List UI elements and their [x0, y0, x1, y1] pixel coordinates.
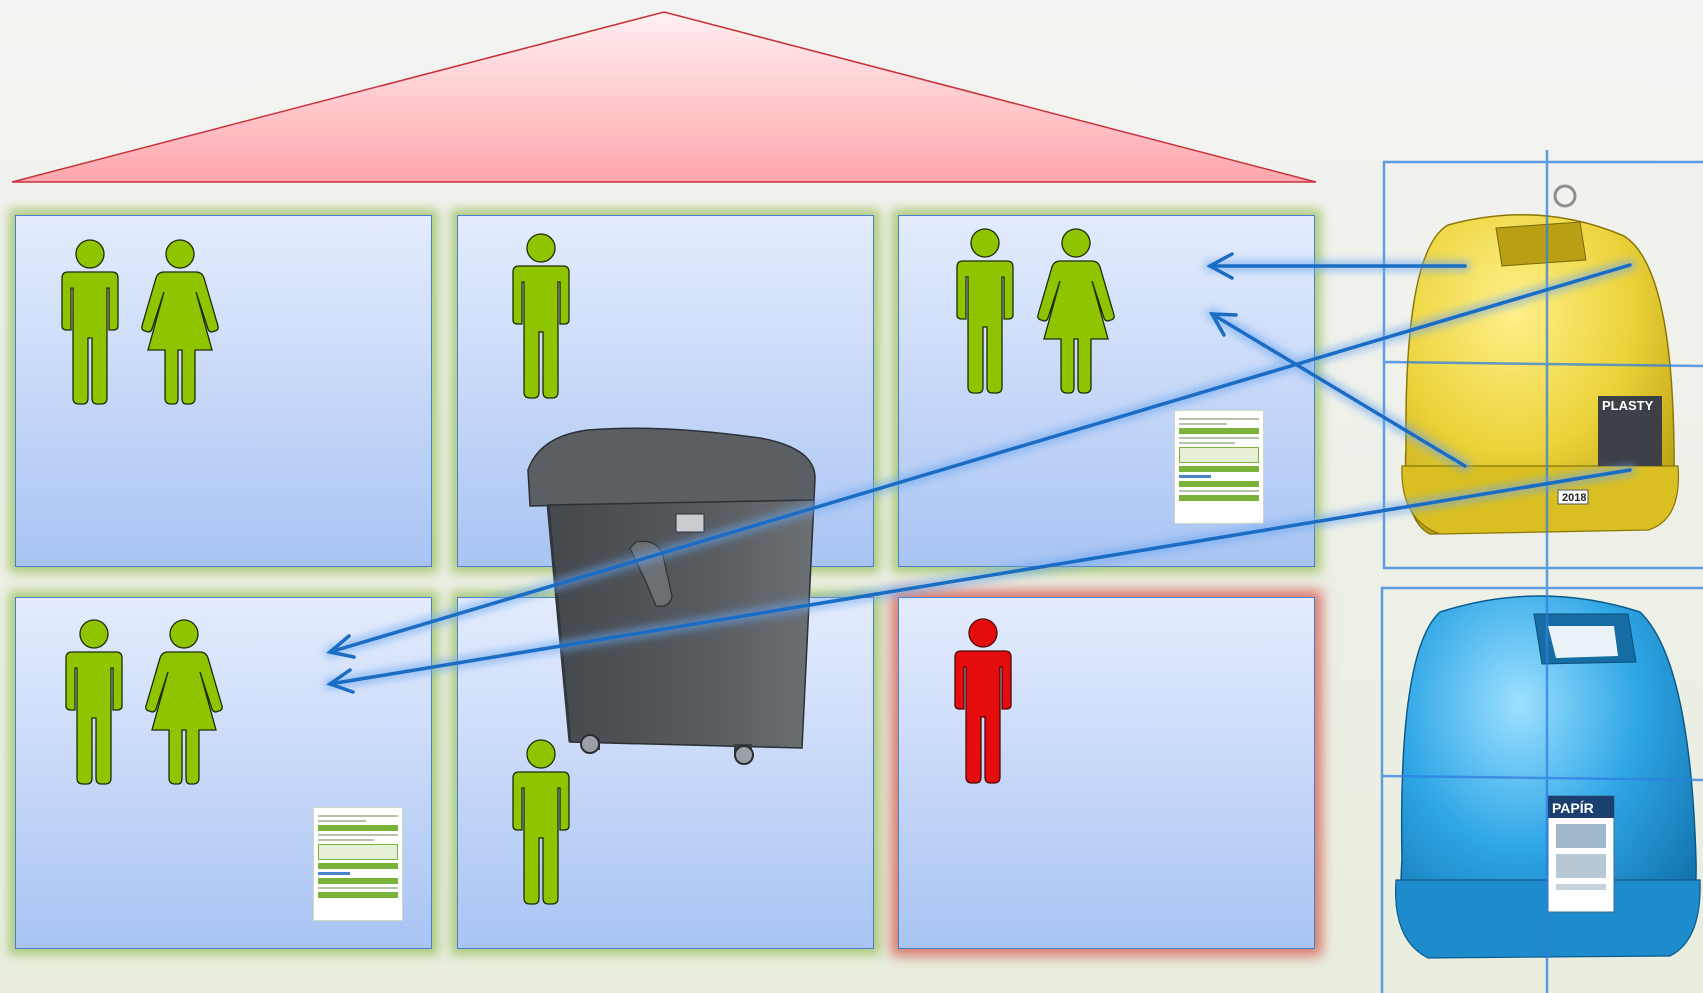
- plastic-label: PLASTY: [1602, 398, 1654, 413]
- arrow-icon: [326, 252, 1632, 694]
- document-icon: [1174, 410, 1264, 524]
- plastic-year: 2018: [1562, 492, 1586, 504]
- plastic-container-icon: PLASTY 2018: [1401, 184, 1680, 535]
- document-icon: [313, 807, 403, 921]
- paper-label: PAPÍR: [1552, 800, 1594, 816]
